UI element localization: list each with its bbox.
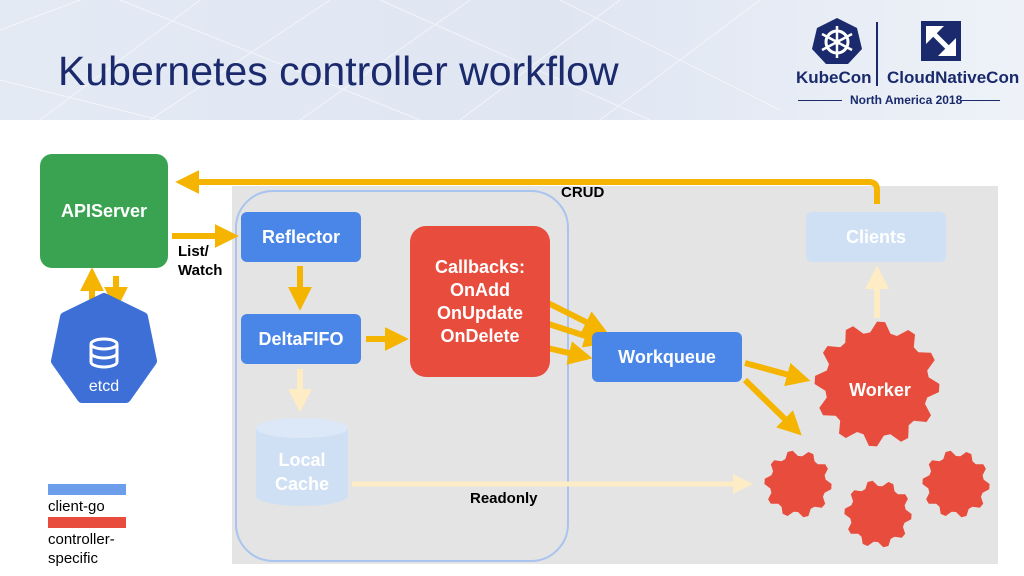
- event-rule-left: [798, 100, 842, 101]
- database-icon: [256, 418, 348, 506]
- etcd-label: etcd: [88, 378, 120, 395]
- worker-gear-icon: [814, 321, 940, 447]
- workqueue-node: Workqueue: [592, 332, 742, 382]
- slide-title: Kubernetes controller workflow: [58, 48, 619, 94]
- legend-swatch-client-go: [48, 484, 126, 495]
- crud-arrow: [175, 170, 880, 204]
- worker-gears: [764, 321, 990, 548]
- header-pattern: [0, 0, 781, 120]
- legend-swatch-controller: [48, 517, 126, 528]
- list-label-line-2: Watch: [178, 262, 223, 279]
- workqueue-to-workers-arrow: [742, 377, 802, 436]
- crud-label: CRUD: [561, 184, 605, 201]
- local-cache-node: Local Cache: [258, 448, 346, 496]
- list-watch-label: List/ Watch: [178, 242, 222, 280]
- workqueue-to-worker-arrow: [744, 360, 811, 387]
- cncf-icon: [921, 21, 961, 61]
- deltafifo-node: DeltaFIFO: [241, 314, 361, 364]
- legend-controller-line-1: controller-: [48, 531, 115, 548]
- legend-controller-line-2: specific: [48, 550, 99, 567]
- kubernetes-helm-icon: [812, 18, 862, 64]
- list-label-line-1: List/: [178, 243, 209, 260]
- event-rule-right: [960, 100, 1000, 101]
- event-name: North America 2018: [850, 93, 963, 107]
- callbacks-node: Callbacks: OnAdd OnUpdate OnDelete: [410, 226, 550, 377]
- kubecon-wordmark: KubeCon: [796, 68, 872, 87]
- callback-ondelete: OnDelete: [440, 325, 520, 346]
- logo-divider: [876, 22, 878, 86]
- gear-icon: [764, 450, 832, 518]
- local-cache-line-1: Local: [278, 450, 326, 470]
- header-band: Kubernetes controller workflow KubeCon C…: [0, 0, 1024, 120]
- callbacks-heading: Callbacks:: [434, 256, 526, 277]
- legend-label-client-go: client-go: [48, 498, 105, 515]
- clients-node: Clients: [806, 212, 946, 262]
- local-cache-line-2: Cache: [274, 474, 330, 494]
- reflector-node: Reflector: [241, 212, 361, 262]
- apiserver-node: APIServer: [40, 154, 168, 268]
- readonly-label: Readonly: [470, 490, 538, 507]
- etcd-icon: [51, 293, 157, 403]
- worker-label: Worker: [849, 380, 911, 400]
- cloudnativecon-wordmark: CloudNativeCon: [887, 68, 1020, 87]
- callback-onadd: OnAdd: [450, 279, 510, 300]
- callback-onupdate: OnUpdate: [436, 302, 523, 323]
- gear-icon: [922, 450, 990, 518]
- gear-icon: [844, 480, 912, 548]
- client-go-boundary: [235, 190, 569, 562]
- legend-label-controller: controller- specific: [48, 530, 115, 568]
